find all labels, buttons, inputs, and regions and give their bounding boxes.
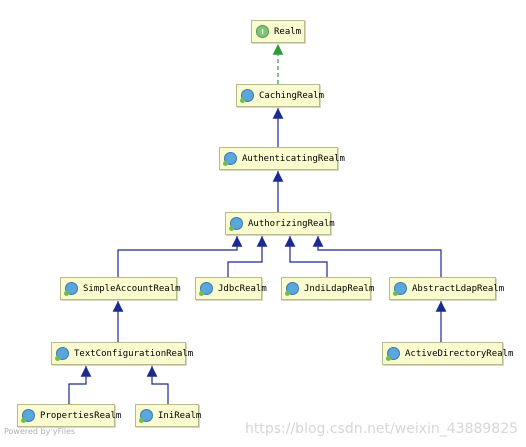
- class-icon: [285, 282, 299, 296]
- node-label: CachingRealm: [259, 90, 325, 101]
- node-label: ActiveDirectoryRealm: [405, 348, 514, 359]
- node-ini-realm[interactable]: IniRealm: [135, 404, 202, 427]
- edge-ini-to-textconfig: [146, 366, 169, 404]
- class-icon: [223, 152, 237, 166]
- node-label: IniRealm: [158, 410, 202, 421]
- class-icon: [240, 89, 254, 103]
- edge-jndi-to-authorizing: [284, 236, 328, 277]
- class-icon: [64, 282, 78, 296]
- watermark-url: https://blog.csdn.net/weixin_43889825: [245, 421, 519, 437]
- node-authenticating-realm[interactable]: AuthenticatingRealm: [219, 147, 345, 170]
- node-active-directory-realm[interactable]: ActiveDirectoryRealm: [382, 342, 513, 365]
- class-icon: [21, 409, 35, 423]
- node-realm[interactable]: I Realm: [251, 20, 305, 43]
- node-label: Realm: [274, 26, 302, 37]
- node-label: TextConfigurationRealm: [74, 348, 194, 359]
- node-label: AuthorizingRealm: [248, 218, 335, 229]
- node-label: PropertiesRealm: [40, 410, 122, 421]
- yfiles-credit: Powered by yFiles: [4, 427, 76, 436]
- class-icon: [139, 409, 153, 423]
- node-label: JdbcRealm: [218, 283, 267, 294]
- node-caching-realm[interactable]: CachingRealm: [236, 84, 324, 107]
- node-label: AuthenticatingRealm: [242, 153, 345, 164]
- edge-jdbc-to-authorizing: [227, 236, 268, 277]
- interface-icon: I: [256, 25, 269, 38]
- node-authorizing-realm[interactable]: AuthorizingRealm: [225, 212, 335, 235]
- class-icon: [393, 282, 407, 296]
- class-icon: [386, 347, 400, 361]
- edge-abstractldap-to-authorizing: [312, 236, 442, 277]
- class-icon: [55, 347, 69, 361]
- edge-properties-to-textconfig: [68, 366, 92, 404]
- node-label: JndiLdapRealm: [304, 283, 375, 294]
- node-label: SimpleAccountRealm: [83, 283, 181, 294]
- node-jdbc-realm[interactable]: JdbcRealm: [195, 277, 267, 300]
- node-abstract-ldap-realm[interactable]: AbstractLdapRealm: [389, 277, 504, 300]
- class-icon: [199, 282, 213, 296]
- class-icon: [229, 217, 243, 231]
- node-properties-realm[interactable]: PropertiesRealm: [17, 404, 121, 427]
- edge-simpleaccount-to-authorizing: [117, 236, 243, 277]
- node-text-configuration-realm[interactable]: TextConfigurationRealm: [51, 342, 193, 365]
- node-label: AbstractLdapRealm: [412, 283, 505, 294]
- node-jndi-ldap-realm[interactable]: JndiLdapRealm: [281, 277, 375, 300]
- node-simple-account-realm[interactable]: SimpleAccountRealm: [60, 277, 181, 300]
